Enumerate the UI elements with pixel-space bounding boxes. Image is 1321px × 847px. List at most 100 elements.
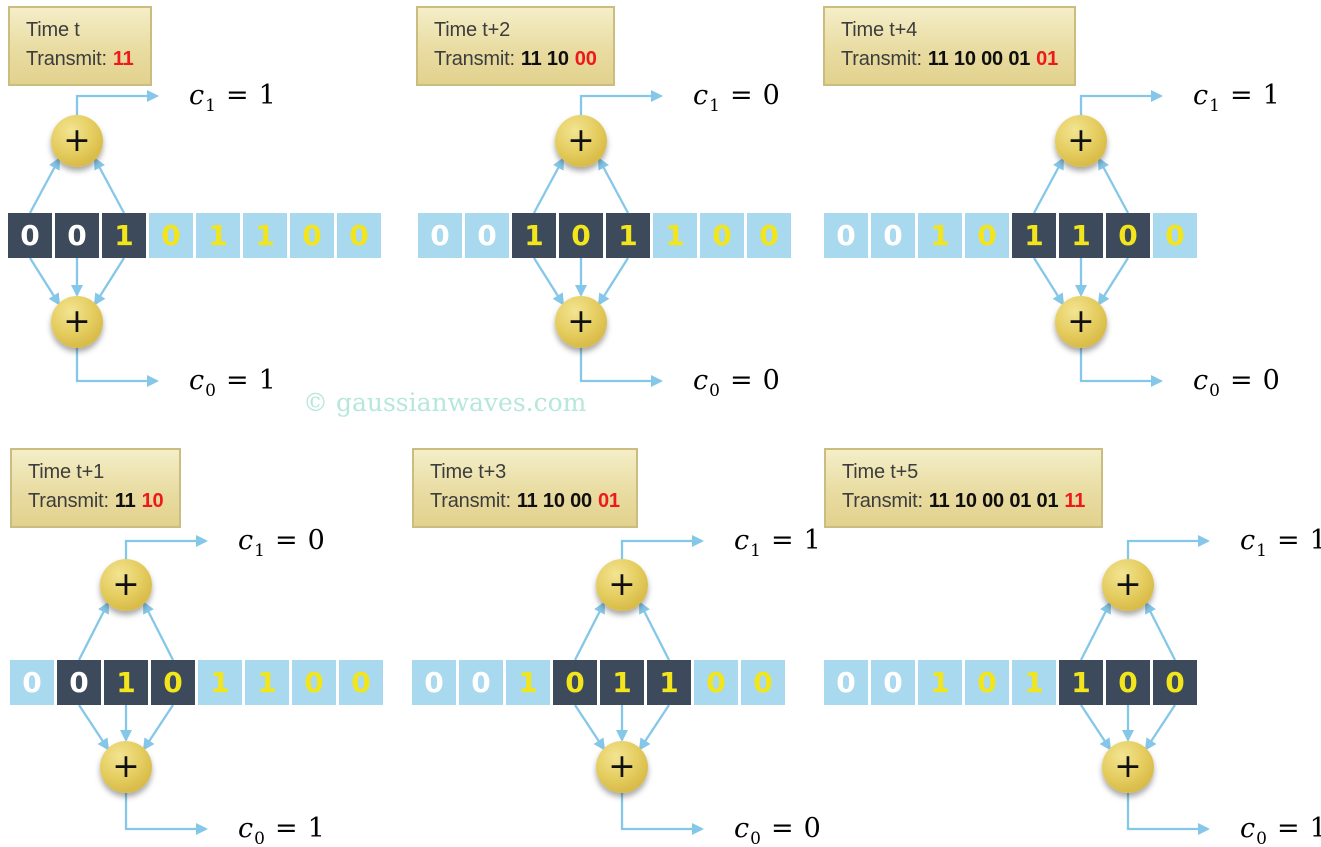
plus-icon: + <box>608 746 636 785</box>
equals-sign: = <box>729 365 753 396</box>
equals-sign: = <box>1229 80 1253 111</box>
register-cell: 0 <box>824 660 868 705</box>
c-subscript: 1 <box>750 541 761 561</box>
c-value: 1 <box>1262 80 1280 111</box>
c-subscript: 0 <box>254 829 265 847</box>
transmit-sent-bits: 11 10 00 01 <box>927 48 1031 70</box>
equals-sign: = <box>274 813 298 844</box>
c0-output-arrow <box>124 793 208 835</box>
c-subscript: 1 <box>1256 541 1267 561</box>
register-cell: 0 <box>290 213 334 258</box>
register-cell: 1 <box>918 660 962 705</box>
transmit-new-bits: 11 <box>112 48 134 70</box>
register-cell: 0 <box>741 660 785 705</box>
transmit-sent-bits: 11 10 00 01 01 <box>928 490 1059 512</box>
top-adder-input-arrow-left <box>77 601 110 661</box>
transmit-sent-bits: 11 10 00 <box>516 490 592 512</box>
c0-output-arrow <box>75 348 159 387</box>
xor-adder-top: + <box>100 559 152 611</box>
register-cell: 0 <box>965 213 1009 258</box>
c-value: 1 <box>307 813 325 844</box>
c0-output-arrow <box>1079 348 1163 387</box>
xor-adder-bottom: + <box>51 296 103 348</box>
c0-output-label: c0=0 <box>1193 364 1280 408</box>
c-variable: c <box>1240 813 1256 844</box>
c-subscript: 1 <box>254 541 265 561</box>
c-value: 1 <box>258 365 276 396</box>
xor-adder-top: + <box>555 115 607 167</box>
register-cell: 1 <box>606 213 650 258</box>
register-cell: 0 <box>57 660 101 705</box>
bottom-adder-input-arrow-right <box>597 257 629 306</box>
c0-output-arrow <box>579 348 663 387</box>
bottom-adder-input-arrow-left <box>574 704 606 751</box>
register-cell: 0 <box>824 213 868 258</box>
c-value: 1 <box>1309 525 1321 556</box>
c1-output-label: c1=0 <box>238 524 325 568</box>
register-cell: 0 <box>10 660 54 705</box>
plus-icon: + <box>63 301 91 340</box>
c-subscript: 1 <box>205 96 216 116</box>
c-value: 0 <box>803 813 821 844</box>
register-cell: 1 <box>512 213 556 258</box>
c-variable: c <box>189 365 205 396</box>
c-variable: c <box>1193 80 1209 111</box>
c1-output-arrow <box>620 535 704 559</box>
bottom-adder-input-arrow-left <box>533 257 565 306</box>
register-cell: 0 <box>149 213 193 258</box>
equals-sign: = <box>225 365 249 396</box>
plus-icon: + <box>1114 564 1142 603</box>
transmit-sent-bits: 11 <box>114 490 136 512</box>
register-cell: 0 <box>339 660 383 705</box>
top-adder-input-arrow-left <box>532 157 565 214</box>
c-subscript: 0 <box>1209 381 1220 401</box>
register-cell: 0 <box>559 213 603 258</box>
transmit-new-bits: 11 <box>1064 490 1086 512</box>
xor-adder-top: + <box>51 115 103 167</box>
equals-sign: = <box>729 80 753 111</box>
c-value: 0 <box>762 365 780 396</box>
plus-icon: + <box>567 301 595 340</box>
c-variable: c <box>734 813 750 844</box>
c1-output-label: c1=1 <box>189 79 276 123</box>
time-label: Time t+5 <box>842 461 919 483</box>
register-cell: 1 <box>102 213 146 258</box>
register-cell: 1 <box>918 213 962 258</box>
register-cell: 0 <box>292 660 336 705</box>
plus-icon: + <box>1067 120 1095 159</box>
xor-adder-bottom: + <box>100 741 152 793</box>
plus-icon: + <box>112 564 140 603</box>
equals-sign: = <box>225 80 249 111</box>
transmit-caption: Transmit: <box>26 48 107 70</box>
time-label: Time t+3 <box>430 461 507 483</box>
bottom-adder-input-arrow-right <box>93 257 125 306</box>
register-cell: 0 <box>8 213 52 258</box>
equals-sign: = <box>770 813 794 844</box>
equals-sign: = <box>1276 525 1300 556</box>
c-value: 1 <box>803 525 821 556</box>
register-cell: 1 <box>600 660 644 705</box>
register-cell: 1 <box>647 660 691 705</box>
register-cell: 0 <box>694 660 738 705</box>
c-variable: c <box>693 80 709 111</box>
top-adder-input-arrow-left <box>1032 157 1065 214</box>
xor-adder-bottom: + <box>555 296 607 348</box>
transmit-line: Transmit:11 <box>26 45 134 74</box>
register-cell: 1 <box>104 660 148 705</box>
c1-output-label: c1=1 <box>1193 79 1280 123</box>
register-cell: 0 <box>1106 660 1150 705</box>
bottom-adder-input-arrow-left <box>1080 704 1112 751</box>
plus-icon: + <box>63 120 91 159</box>
bottom-adder-input-arrow-left <box>78 704 110 751</box>
top-adder-input-arrow-left <box>28 157 61 214</box>
c-value: 0 <box>307 525 325 556</box>
bottom-adder-input-arrow-right <box>638 704 670 751</box>
register-cell: 0 <box>55 213 99 258</box>
